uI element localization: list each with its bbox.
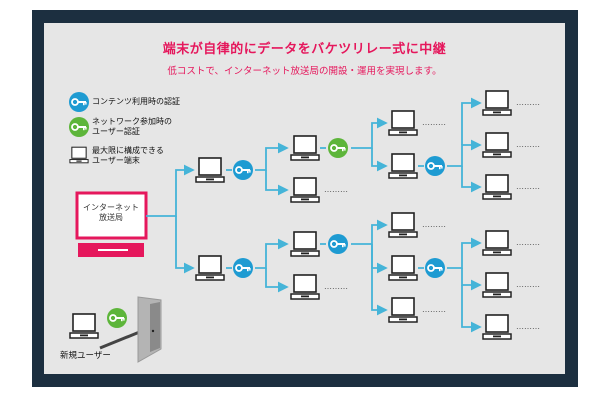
new-user-pc-icon — [69, 313, 99, 339]
pc-icon — [388, 212, 418, 238]
pc-icon — [482, 174, 512, 200]
pc-icon — [388, 110, 418, 136]
pc-icon — [290, 274, 320, 300]
pc-icon — [482, 272, 512, 298]
ellipsis: ……… — [516, 182, 540, 191]
legend-terminal-label-1: 最大限に構成できる — [92, 146, 164, 155]
blue-key-icon — [327, 233, 349, 255]
isp-line-1: インターネット — [83, 203, 139, 212]
legend-blue-key-label: コンテンツ利用時の認証 — [92, 97, 180, 106]
green-key-icon — [68, 116, 90, 138]
ellipsis: ……… — [516, 98, 540, 107]
ellipsis: ……… — [422, 305, 446, 314]
pc-icon — [388, 255, 418, 281]
ellipsis: ……… — [422, 118, 446, 127]
blue-key-icon — [68, 91, 90, 113]
green-key-icon — [106, 307, 128, 329]
isp-line-2: 放送局 — [99, 213, 123, 222]
ellipsis: ……… — [516, 280, 540, 289]
pc-icon — [482, 314, 512, 340]
pc-icon — [290, 177, 320, 203]
green-key-icon — [327, 137, 349, 159]
pc-icon — [195, 255, 225, 281]
terminal-legend-icon — [69, 146, 89, 164]
blue-key-icon — [424, 257, 446, 279]
pc-icon — [290, 135, 320, 161]
blue-key-icon — [232, 159, 254, 181]
ellipsis: ……… — [324, 282, 348, 291]
isp-station-label: インターネット 放送局 — [78, 203, 144, 223]
ellipsis: ……… — [516, 140, 540, 149]
legend-green-key-label-1: ネットワーク参加時の — [92, 117, 172, 126]
blue-key-icon — [232, 257, 254, 279]
pc-icon — [388, 153, 418, 179]
pc-icon — [482, 230, 512, 256]
pc-icon — [195, 157, 225, 183]
new-user-label: 新規ユーザー — [60, 351, 111, 361]
diagram-subtitle: 低コストで、インターネット放送局の開設・運用を実現します。 — [167, 66, 442, 77]
pc-icon — [388, 297, 418, 323]
pc-icon — [482, 90, 512, 116]
pc-icon — [482, 132, 512, 158]
isp-station-icon — [75, 191, 148, 257]
door-icon — [137, 296, 162, 363]
legend-terminal-label-2: ユーザー端末 — [92, 156, 140, 165]
ellipsis: ……… — [516, 322, 540, 331]
blue-key-icon — [424, 155, 446, 177]
arrow-to-door — [99, 329, 143, 350]
pc-icon — [290, 231, 320, 257]
legend-green-key-label-2: ユーザー認証 — [92, 127, 140, 136]
diagram-title: 端末が自律的にデータをバケツリレー式に中継 — [162, 42, 447, 57]
ellipsis: ……… — [422, 220, 446, 229]
ellipsis: ……… — [516, 238, 540, 247]
ellipsis: ……… — [324, 185, 348, 194]
